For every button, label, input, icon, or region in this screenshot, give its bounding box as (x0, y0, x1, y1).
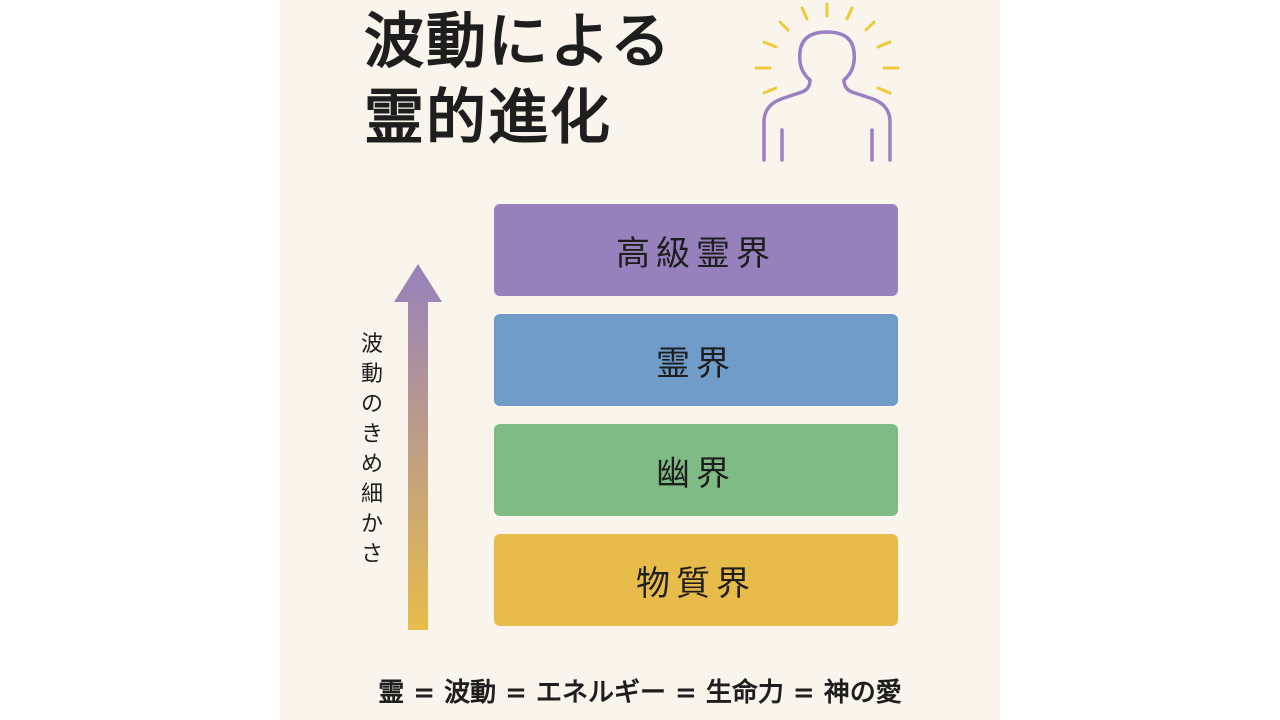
vertical-label-char: 動 (360, 362, 383, 387)
level-label: 幽界 (656, 453, 736, 494)
upward-arrow-icon (394, 264, 442, 630)
vertical-label-char: か (360, 512, 383, 537)
level-label: 高級霊界 (616, 233, 776, 274)
title-line-2: 霊的進化 (364, 83, 612, 153)
title-line-1: 波動による (364, 7, 673, 77)
glowing-person-icon (754, 2, 900, 162)
vertical-label-char: き (360, 422, 383, 447)
vertical-label-char: 細 (360, 482, 383, 507)
level-spirit-world: 霊界 (494, 314, 898, 406)
formula-text: 霊 = 波動 = エネルギー = 生命力 = 神の愛 (378, 678, 902, 708)
vertical-label-char: の (360, 392, 383, 417)
vertical-label-char: さ (360, 542, 383, 567)
person-outline (762, 30, 892, 162)
level-label: 物質界 (636, 563, 756, 604)
diagram-canvas: 波動による 霊的進化 高級霊界 霊界 幽界 物質界 (280, 0, 1000, 720)
level-physical-world: 物質界 (494, 534, 898, 626)
vertical-label-char: 波 (360, 332, 383, 357)
level-label: 霊界 (656, 343, 736, 384)
level-high-spirit-world: 高級霊界 (494, 204, 898, 296)
vibration-fineness-label: 波動のきめ細かさ (360, 330, 384, 570)
level-astral-world: 幽界 (494, 424, 898, 516)
vertical-label-char: め (360, 452, 383, 477)
light-rays (754, 2, 900, 95)
